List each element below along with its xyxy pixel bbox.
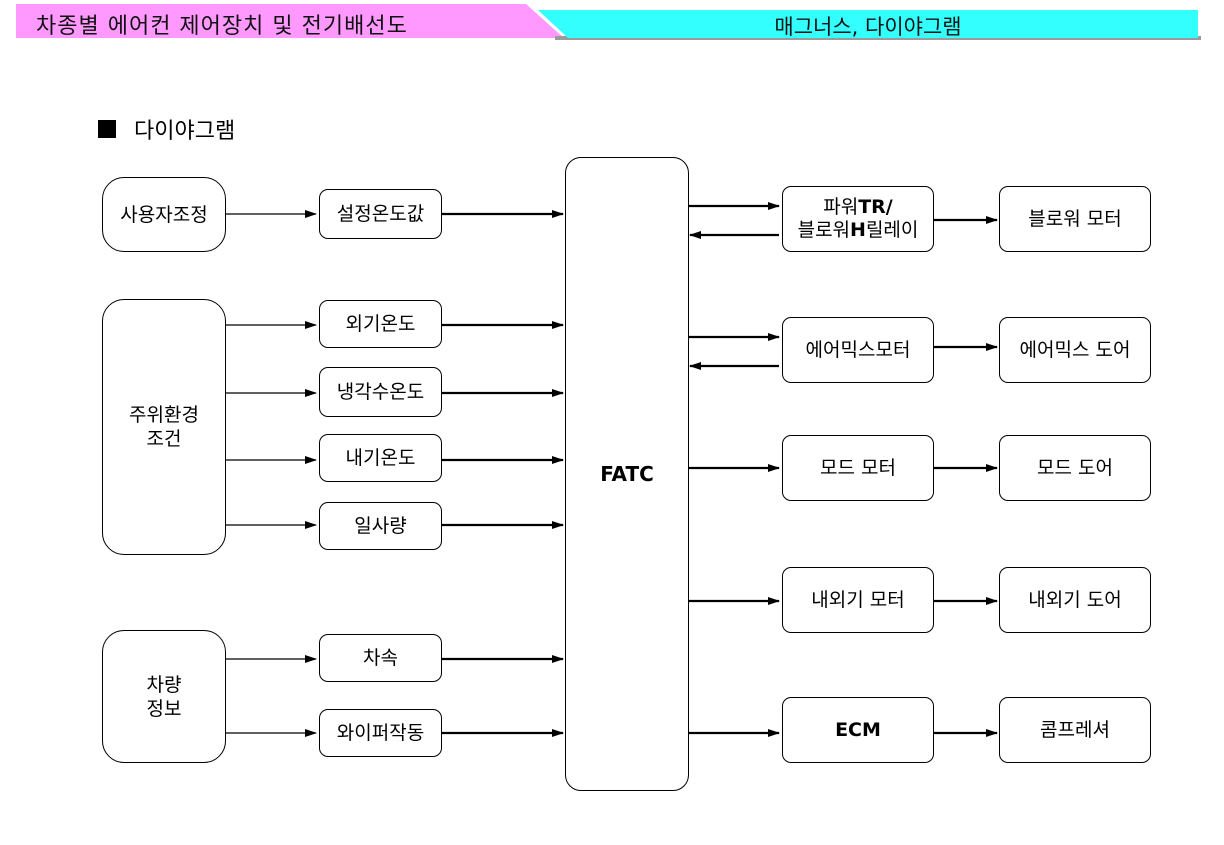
compressor-box: 콤프레셔 (999, 697, 1151, 763)
solar-box: 일사량 (319, 502, 442, 550)
header-right-title: 매그너스, 다이야그램 (774, 15, 962, 39)
power-tr-line: 파워TR/ (823, 196, 893, 219)
blower-relay-bold: H (850, 219, 866, 241)
mode-motor-box: 모드 모터 (782, 435, 934, 501)
vehicle-speed-label: 차속 (363, 647, 398, 669)
mix-door-box: 에어믹스 도어 (999, 317, 1151, 383)
header-left-banner: 차종별 에어컨 제어장치 및 전기배선도 (16, 4, 564, 39)
section-title-text: 다이야그램 (134, 119, 236, 144)
intake-motor-label: 내외기 모터 (811, 589, 905, 611)
wiper-label: 와이퍼작동 (336, 722, 425, 744)
mode-motor-label: 모드 모터 (820, 457, 896, 479)
inside-temp-box: 내기온도 (319, 434, 442, 482)
power-tr-bold: TR/ (858, 196, 893, 218)
user-control-label: 사용자조정 (120, 203, 208, 226)
mode-door-box: 모드 도어 (999, 435, 1151, 501)
vehicle-info-box: 차량 정보 (102, 630, 226, 763)
section-title: 다이야그램 (98, 113, 235, 145)
ambient-label-line2: 조건 (146, 428, 182, 450)
power-tr-blower-relay-box: 파워TR/ 블로워H릴레이 (782, 186, 934, 252)
vehicle-label-line2: 정보 (146, 697, 182, 720)
blower-motor-label: 블로워 모터 (1028, 208, 1122, 230)
mode-door-label: 모드 도어 (1037, 457, 1113, 479)
outside-temp-box: 외기온도 (319, 300, 442, 348)
mix-motor-label: 에어믹스모터 (805, 339, 911, 361)
outside-temp-label: 외기온도 (345, 313, 416, 335)
wiper-box: 와이퍼작동 (319, 709, 442, 757)
blower-relay-line: 블로워H릴레이 (798, 219, 919, 242)
inside-temp-label: 내기온도 (345, 447, 416, 469)
intake-motor-box: 내외기 모터 (782, 567, 934, 633)
fatc-controller-box: FATC (565, 157, 689, 791)
header-right-shadow (555, 36, 1201, 40)
ecm-box: ECM (782, 697, 934, 763)
mix-motor-box: 에어믹스모터 (782, 317, 934, 383)
fatc-label: FATC (600, 462, 654, 486)
intake-door-label: 내외기 도어 (1028, 589, 1122, 611)
user-control-box: 사용자조정 (102, 177, 226, 252)
coolant-temp-label: 냉각수온도 (336, 381, 425, 403)
header-right-banner: 매그너스, 다이야그램 (538, 10, 1198, 39)
power-tr-prefix: 파워 (823, 196, 859, 218)
compressor-label: 콤프레셔 (1040, 719, 1110, 741)
blower-motor-box: 블로워 모터 (999, 186, 1151, 252)
intake-door-box: 내외기 도어 (999, 567, 1151, 633)
blower-relay-suffix: 릴레이 (865, 219, 919, 241)
solar-label: 일사량 (354, 515, 407, 537)
vehicle-label-line1: 차량 (146, 673, 182, 696)
square-bullet-icon (98, 120, 116, 138)
coolant-temp-box: 냉각수온도 (319, 367, 442, 417)
ambient-label-line1: 주위환경 (129, 404, 199, 426)
set-temp-label: 설정온도값 (336, 203, 425, 225)
header-left-title: 차종별 에어컨 제어장치 및 전기배선도 (36, 14, 408, 39)
set-temp-box: 설정온도값 (319, 189, 442, 239)
blower-relay-prefix: 블로워 (797, 219, 851, 241)
ecm-label: ECM (835, 719, 881, 741)
vehicle-speed-box: 차속 (319, 634, 442, 682)
mix-door-label: 에어믹스 도어 (1019, 339, 1131, 361)
ambient-conditions-box: 주위환경 조건 (102, 299, 226, 555)
